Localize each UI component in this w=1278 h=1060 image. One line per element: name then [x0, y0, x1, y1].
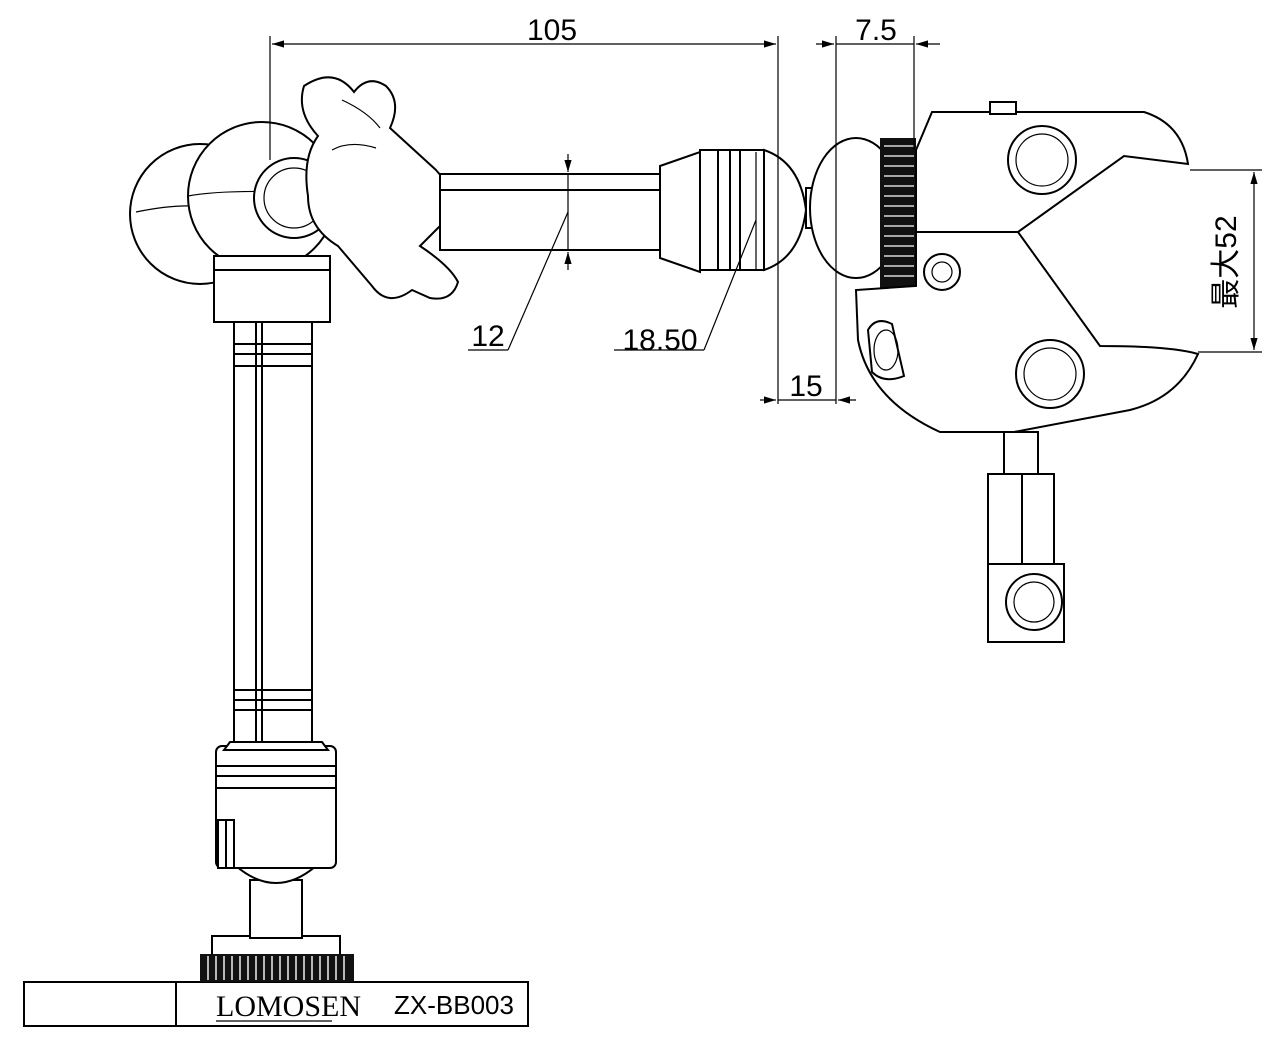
lower-joint: [215, 741, 337, 939]
super-clamp: [809, 101, 1200, 643]
base-plate: LOMOSEN ZX-BB003: [23, 935, 529, 1027]
vertical-arm: [233, 321, 313, 743]
dimension-lines: [269, 36, 1262, 404]
model-label: ZX-BB003: [394, 990, 514, 1020]
dim-15-label: 15: [789, 370, 822, 403]
dim-max-52-label: 最大52: [1210, 215, 1243, 308]
brand-label: LOMOSEN: [216, 990, 361, 1023]
knurled-ring: [880, 138, 916, 288]
dim-18-50-label: 18.50: [622, 324, 697, 357]
locking-knob: [300, 76, 460, 300]
upper-joint: [129, 121, 337, 323]
horizontal-rod: [439, 148, 853, 274]
dim-12-label: 12: [471, 320, 504, 353]
dim-105-label: 105: [527, 14, 577, 47]
dim-7-5-label: 7.5: [855, 14, 897, 47]
knurled-nut: [200, 954, 354, 982]
